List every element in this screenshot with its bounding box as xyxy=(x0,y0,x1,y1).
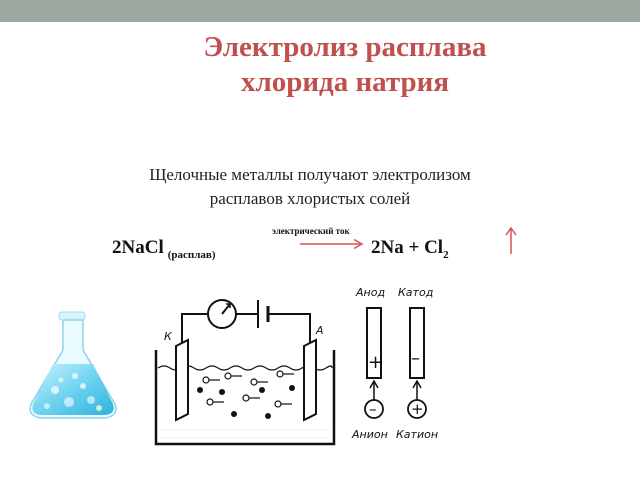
anode-label: Анод xyxy=(355,286,385,299)
anode-letter: А xyxy=(315,324,324,337)
slide-title: Электролиз расплава хлорида натрия xyxy=(130,30,560,100)
electrode-ion-diagram: Анод Катод + – – + Анион Катион xyxy=(351,286,438,441)
cathode-letter: К xyxy=(164,330,173,343)
subtitle-line-1: Щелочные металлы получают электролизом xyxy=(149,165,471,184)
anion-label: Анион xyxy=(351,428,388,441)
reactant-formula: 2NaCl xyxy=(112,237,164,258)
reaction-arrow-icon xyxy=(300,238,364,250)
anion-sign: – xyxy=(369,400,377,418)
cation-label: Катион xyxy=(396,428,438,441)
slide-subtitle: Щелочные металлы получают электролизом р… xyxy=(70,163,550,211)
reactant-state: (расплав) xyxy=(167,249,216,261)
anode-sign: + xyxy=(368,352,383,373)
product-sodium: 2Na + xyxy=(371,237,420,258)
electrolysis-cell-diagram: К А xyxy=(154,299,336,446)
title-line-1: Электролиз расплава xyxy=(203,31,487,63)
top-bar xyxy=(0,0,640,22)
cathode-sign: – xyxy=(411,348,420,369)
arrow-label: электрический ток xyxy=(272,226,350,236)
cation-sign: + xyxy=(411,400,424,418)
cathode-label: Катод xyxy=(398,286,433,299)
title-line-2: хлорида натрия xyxy=(240,66,450,98)
equation-reactant: 2NaCl(расплав) xyxy=(112,237,216,261)
product-chlorine: Cl2 xyxy=(424,237,449,261)
flask-icon xyxy=(29,311,117,419)
equation-products: 2Na + Cl2 xyxy=(371,237,449,261)
gas-evolution-arrow-icon xyxy=(505,226,517,254)
ammeter-icon xyxy=(207,299,237,329)
subtitle-line-2: расплавов хлористых солей xyxy=(209,189,411,208)
